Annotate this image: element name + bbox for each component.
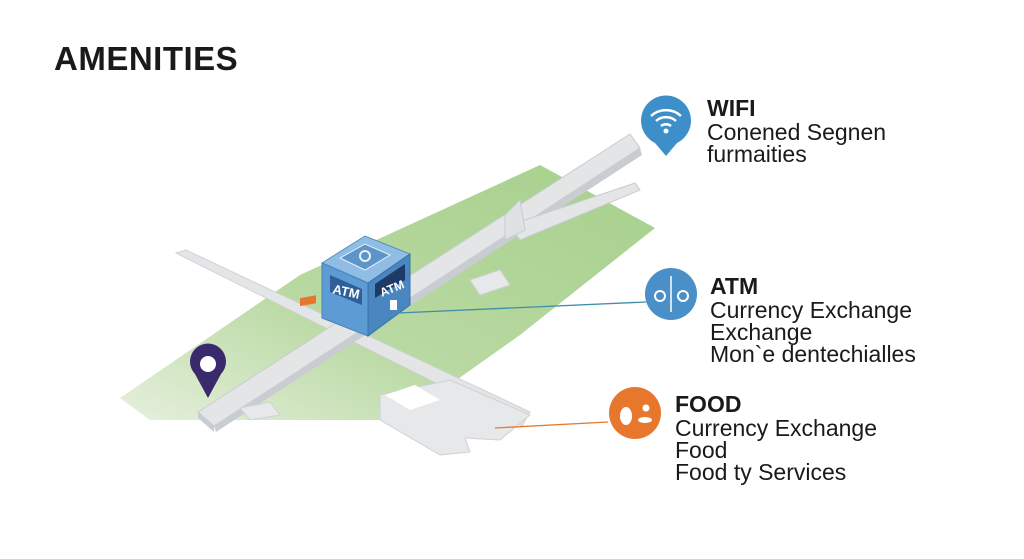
atm-building: ATM ATM [320, 235, 412, 337]
amenity-atm: ATM Currency Exchange Exchange Mon`e den… [710, 273, 916, 367]
amenity-line: Currency Exchange [675, 415, 877, 441]
atm-connector-line [397, 301, 647, 314]
location-pin-icon [190, 343, 227, 398]
gate-marker [300, 295, 316, 307]
amenity-line: Currency Exchange [710, 297, 912, 323]
food-connector-line [494, 421, 609, 429]
amenity-title: ATM [710, 273, 759, 299]
taxiway-branch [509, 182, 641, 241]
amenity-line: Conened Segnen [707, 119, 887, 145]
amenity-food: FOOD Currency Exchange Food Food ty Serv… [675, 391, 877, 485]
amenity-line: Food ty Services [675, 459, 847, 485]
amenity-line: Exchange [710, 319, 813, 345]
amenity-title: FOOD [675, 391, 742, 417]
atm-icon [645, 268, 697, 320]
amenity-line: furmaities [707, 141, 807, 167]
amenity-line: Mon`e dentechialles [710, 341, 916, 367]
food-icon [609, 387, 661, 439]
atm-front-label: ATM [331, 281, 361, 301]
amenity-wifi: WIFI Conened Segnen furmaities [707, 95, 887, 167]
page-title: AMENITIES [54, 40, 239, 77]
amenity-line: Food [675, 437, 728, 463]
amenity-title: WIFI [707, 95, 756, 121]
wifi-icon [641, 95, 691, 156]
